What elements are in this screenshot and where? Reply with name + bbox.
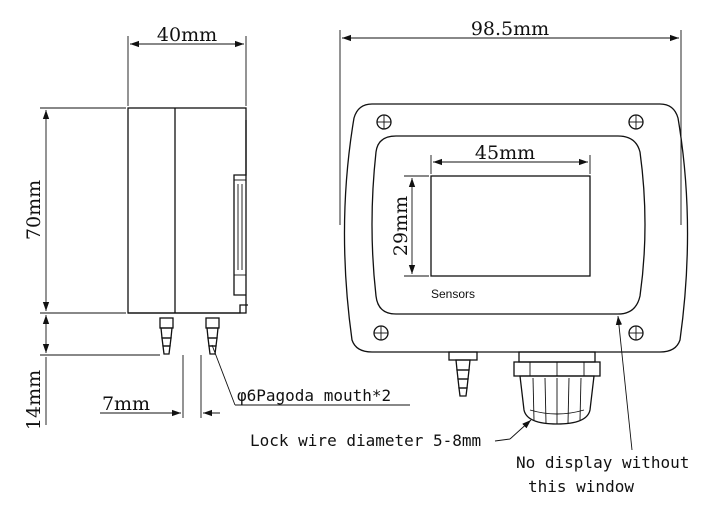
side-housing bbox=[127, 107, 247, 314]
dim-side-height: 70mm bbox=[23, 180, 45, 240]
dim-nozzle-gap: 7mm bbox=[102, 393, 150, 415]
dim-window-width: 45mm bbox=[475, 142, 535, 164]
side-view: 40mm 70mm 14mm 7mm φ6Pagoda mouth*2 bbox=[23, 24, 410, 430]
dim-window-height: 29mm bbox=[390, 196, 412, 256]
display-window bbox=[430, 175, 591, 277]
dim-nozzle-height: 14mm bbox=[23, 370, 45, 430]
front-view: Sensors bbox=[250, 18, 689, 496]
device-label: Sensors bbox=[431, 287, 475, 301]
cable-gland bbox=[513, 351, 601, 425]
side-nozzle-right bbox=[205, 317, 220, 355]
screw-bottom-right bbox=[628, 325, 644, 341]
din-clip-slot bbox=[233, 179, 247, 276]
screw-top-left bbox=[376, 114, 392, 130]
callout-nozzle: φ6Pagoda mouth*2 bbox=[237, 386, 391, 405]
front-housing bbox=[343, 103, 689, 353]
screw-bottom-left bbox=[373, 325, 389, 341]
dim-front-width: 98.5mm bbox=[471, 18, 549, 40]
side-nozzle-left bbox=[159, 317, 174, 355]
callout-cable-gland: Lock wire diameter 5-8mm bbox=[250, 431, 481, 450]
screw-top-right bbox=[628, 114, 644, 130]
dim-side-width: 40mm bbox=[157, 24, 217, 46]
front-lid bbox=[371, 135, 646, 315]
front-nozzle bbox=[448, 351, 478, 397]
callout-window-line1: No display without bbox=[516, 453, 689, 472]
din-clip-outline bbox=[233, 120, 247, 296]
callout-window-line2: this window bbox=[528, 477, 634, 496]
